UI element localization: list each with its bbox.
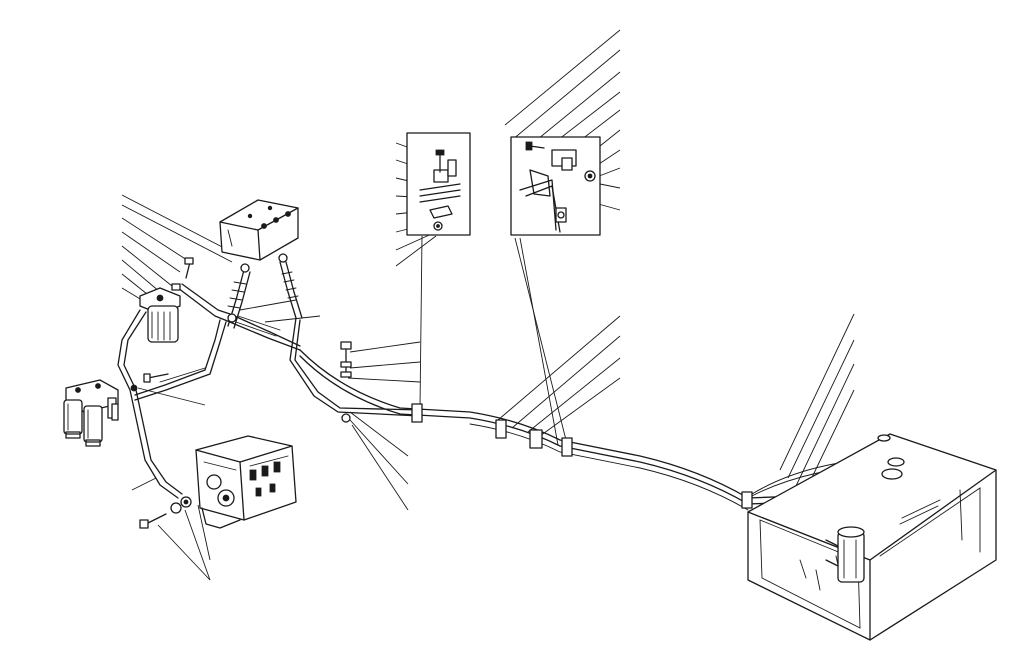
injection-pump	[195, 435, 297, 529]
inset-detail-a	[406, 132, 471, 236]
twin-filter	[63, 379, 119, 447]
inset-detail-b	[510, 136, 601, 236]
fuel-tank	[747, 433, 997, 641]
injector-cover	[219, 199, 299, 261]
leader-lines-left	[121, 194, 233, 581]
return-hoses	[227, 253, 303, 337]
small-fittings	[130, 341, 352, 529]
leader-lines-inset-b	[504, 29, 621, 446]
line-clamps	[411, 403, 753, 509]
fuel-filter	[139, 257, 194, 343]
leader-lines-center	[239, 299, 421, 511]
